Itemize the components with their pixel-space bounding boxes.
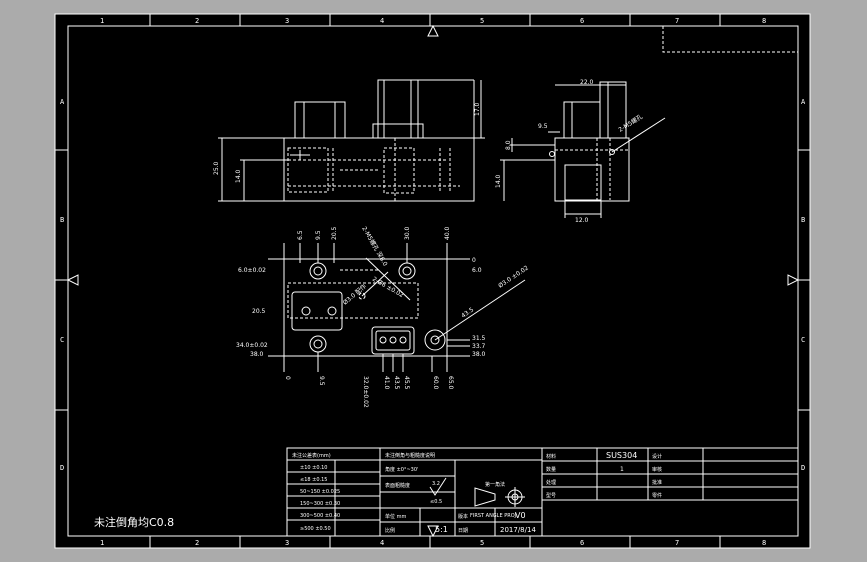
zone-num-top-4: 4 <box>380 17 384 25</box>
tolerance-header: 未注公差表(mm) <box>292 452 331 459</box>
zone-num-bottom-5: 5 <box>480 539 484 547</box>
tolerance-row-1: ±10 ±0.10 <box>300 465 327 471</box>
side-small-dim: 8.0 <box>505 140 512 150</box>
zone-num-bottom-3: 3 <box>285 539 289 547</box>
outer-border <box>54 13 811 549</box>
plan-left-dim-3: 34.0±0.02 <box>236 342 268 349</box>
plan-left-dim-2: 20.5 <box>252 308 266 315</box>
plan-right-dim-1: 0 <box>472 257 476 264</box>
zone-letter-right-a: A <box>801 98 806 106</box>
plan-bottom-dim-2: 9.5 <box>318 376 325 386</box>
notes-header: 未注倒角与粗糙度说明 <box>385 452 435 459</box>
zone-num-top-6: 6 <box>580 17 584 25</box>
plan-bottom-dim-7: 60.0 <box>432 376 439 390</box>
plan-bottom-dim-8: 65.0 <box>447 376 454 390</box>
drawn-label: 设计 <box>652 453 662 460</box>
treatment-label: 处理 <box>546 479 556 486</box>
front-view <box>218 79 485 202</box>
unit-label: 单位 mm <box>385 513 406 520</box>
tolerance-row-5: 300~500 ±0.40 <box>300 513 340 519</box>
tolerance-row-4: 150~300 ±0.30 <box>300 501 340 507</box>
plan-top-dim-4: 30.0 <box>404 226 411 240</box>
model-label: 型号 <box>546 492 556 499</box>
plan-view <box>268 243 526 372</box>
zone-letter-left-d: D <box>60 464 64 472</box>
zone-letter-left-c: C <box>60 336 64 344</box>
projection-cn: 第一角法 <box>485 481 505 488</box>
part-name: 零件 <box>652 492 662 499</box>
scale-value: 5:1 <box>435 525 448 534</box>
quantity-value: 1 <box>620 466 624 473</box>
chamfer-footnote: 未注倒角均C0.8 <box>94 515 174 529</box>
symbol-label: ≤0.5 <box>430 499 442 505</box>
front-right-dim: 17.0 <box>474 102 481 116</box>
plan-bottom-dim-3: 32.0±0.02 <box>362 376 369 408</box>
plan-bottom-dim-4: 41.0 <box>383 376 390 390</box>
plan-right-dim-3: 31.5 <box>472 335 486 342</box>
zone-letter-right-b: B <box>801 216 805 224</box>
sheet-background <box>55 14 810 548</box>
approved-label: 批准 <box>652 479 662 486</box>
zone-num-top-2: 2 <box>195 17 199 25</box>
zone-letter-left-b: B <box>60 216 64 224</box>
general-label: 表面粗糙度 <box>385 482 410 489</box>
centering-marks <box>66 24 800 538</box>
date-value: 2017/8/14 <box>500 526 536 534</box>
zone-num-bottom-1: 1 <box>100 539 104 547</box>
title-block <box>286 447 799 537</box>
plan-top-dim-2: 9.5 <box>315 230 322 240</box>
zone-num-bottom-4: 4 <box>380 539 384 547</box>
version-value: V0 <box>515 511 526 520</box>
tolerance-row-3: 50~150 ±0.025 <box>300 489 340 495</box>
zone-letter-right-d: D <box>801 464 805 472</box>
zone-ticks <box>55 14 810 548</box>
plan-top-dim-5: 40.0 <box>444 226 451 240</box>
side-bottom-dim: 12.0 <box>575 217 589 224</box>
zone-num-top-8: 8 <box>762 17 766 25</box>
date-label: 日期 <box>458 528 468 534</box>
zone-letter-left-a: A <box>60 98 65 106</box>
zone-num-top-7: 7 <box>675 17 679 25</box>
scale-label: 比例 <box>385 527 395 534</box>
plan-left-dim-4: 38.0 <box>250 351 264 358</box>
material-value: SUS304 <box>606 451 637 460</box>
roughness-value: 3.2 <box>432 481 440 487</box>
zone-num-bottom-8: 8 <box>762 539 766 547</box>
plan-bottom-dim-6: 45.5 <box>403 376 410 390</box>
plan-right-dim-2: 6.0 <box>472 267 482 274</box>
zone-num-top-1: 1 <box>100 17 104 25</box>
version-label: 版本 <box>458 513 468 520</box>
tolerance-row-2: ≤18 ±0.15 <box>300 477 327 483</box>
quantity-label: 数量 <box>546 466 556 473</box>
tolerance-row-6: ≥500 ±0.50 <box>300 526 331 532</box>
zone-num-bottom-7: 7 <box>675 539 679 547</box>
material-label: 材料 <box>546 453 556 460</box>
plan-top-dim-3: 20.5 <box>331 226 338 240</box>
zone-num-top-3: 3 <box>285 17 289 25</box>
side-left-dim: 9.5 <box>538 123 548 130</box>
zone-letter-right-c: C <box>801 336 805 344</box>
plan-bottom-dim-5: 43.5 <box>393 376 400 390</box>
checked-label: 审核 <box>652 466 662 473</box>
plan-right-dim-4: 33.7 <box>472 343 486 350</box>
front-height-dim: 25.0 <box>213 161 220 175</box>
side-height-dim: 14.0 <box>495 174 502 188</box>
surface-angle: 角度 ±0°~30' <box>385 466 418 473</box>
revision-box <box>662 26 798 53</box>
side-top-dim: 22.0 <box>580 79 594 86</box>
front-inner-dim: 14.0 <box>235 169 242 183</box>
zone-num-bottom-2: 2 <box>195 539 199 547</box>
projection-en: FIRST ANGLE PROJ. <box>470 513 518 519</box>
plan-right-dim-5: 38.0 <box>472 351 486 358</box>
plan-bottom-dim-1: 0 <box>284 376 291 380</box>
side-view <box>500 81 666 218</box>
plan-top-dim-1: 6.5 <box>297 230 304 240</box>
zone-num-top-5: 5 <box>480 17 484 25</box>
plan-left-dim-1: 6.0±0.02 <box>238 267 266 274</box>
zone-num-bottom-6: 6 <box>580 539 584 547</box>
